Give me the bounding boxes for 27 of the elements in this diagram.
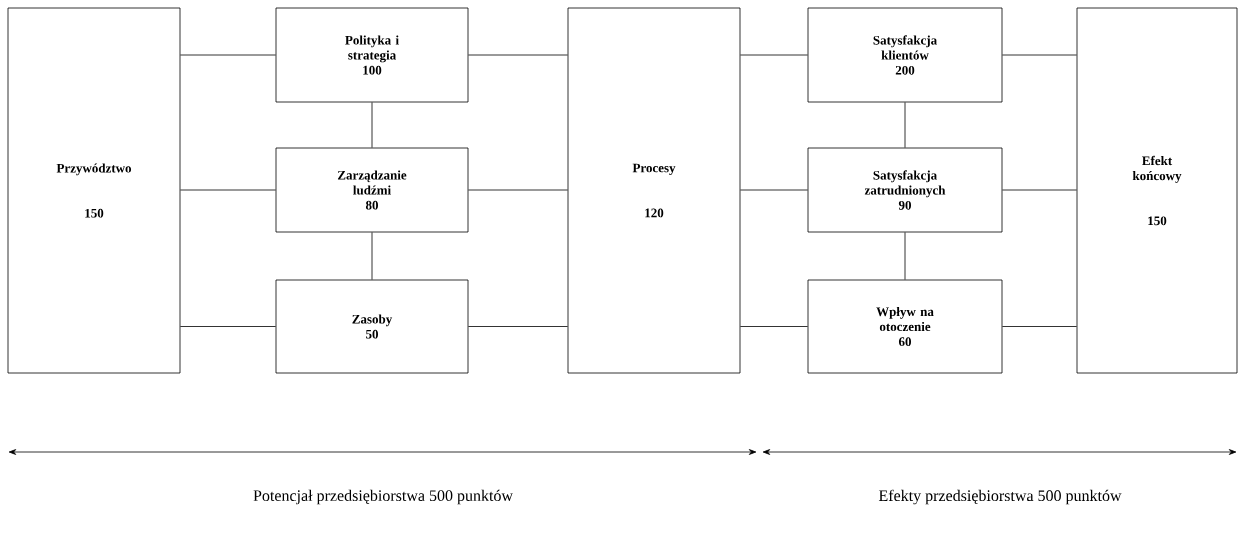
connector-line [371,232,373,280]
connector-line [740,54,808,56]
process-box: Satysfakcja zatrudnionych 90 [807,147,1003,233]
connector-line [371,102,373,148]
caption-text: Potencjał przedsiębiorstwa 500 punktów [253,489,513,505]
connector-line [740,189,808,191]
connector-line [904,102,906,148]
connector-line [180,189,276,191]
connector-line [468,326,568,327]
connector-line [180,54,276,56]
process-box: Przywództwo 150 [7,7,181,374]
process-box: Satysfakcja klientów 200 [807,7,1003,103]
process-box: Wpływ na otoczenie 60 [807,279,1003,374]
caption-text: Efekty przedsiębiorstwa 500 punktów [878,489,1122,505]
process-box: Procesy 120 [567,7,741,374]
process-box: Efekt końcowy 150 [1076,7,1238,374]
connector-line [1002,54,1077,56]
process-box: Zarządzanie ludźmi 80 [275,147,469,233]
connector-line [904,232,906,280]
connector-line [468,189,568,191]
connector-line [1002,326,1077,327]
connector-line [468,54,568,56]
process-box: Zasoby 50 [275,279,469,374]
connector-line [180,326,276,327]
connector-line [740,326,808,327]
process-box: Polityka i strategia 100 [275,7,469,103]
connector-line [1002,189,1077,191]
